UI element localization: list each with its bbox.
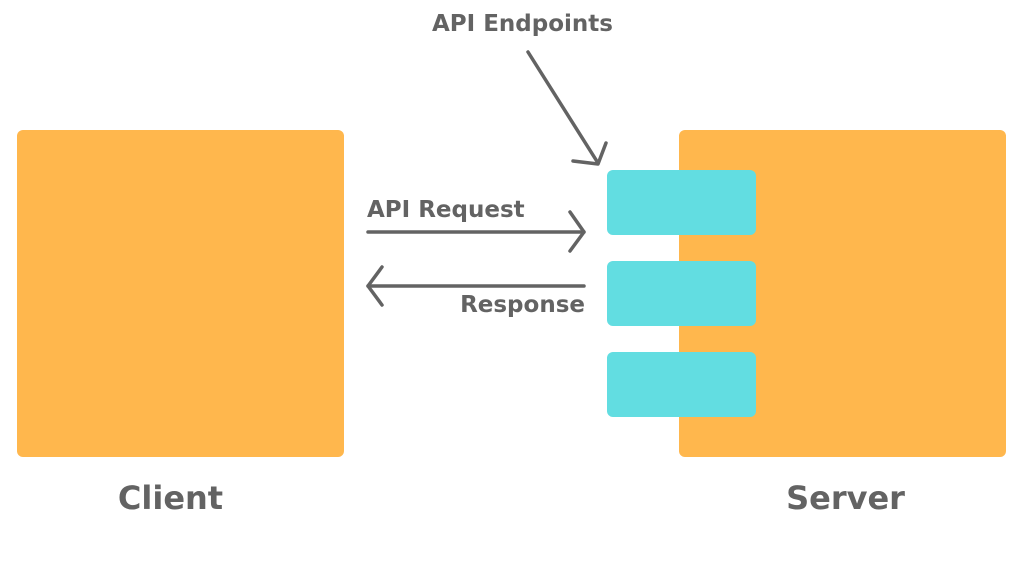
client-label: Client [117, 479, 224, 517]
endpoints-label: API Endpoints [432, 11, 613, 37]
endpoints-arrow [526, 50, 608, 166]
server-label: Server [786, 479, 905, 517]
endpoint-block-1 [607, 170, 756, 235]
endpoint-block-3 [607, 352, 756, 417]
response-label: Response [460, 292, 585, 318]
response-arrow [366, 265, 586, 307]
client-block [17, 130, 344, 457]
request-label: API Request [367, 197, 525, 223]
endpoint-block-2 [607, 261, 756, 326]
request-arrow [366, 210, 586, 253]
